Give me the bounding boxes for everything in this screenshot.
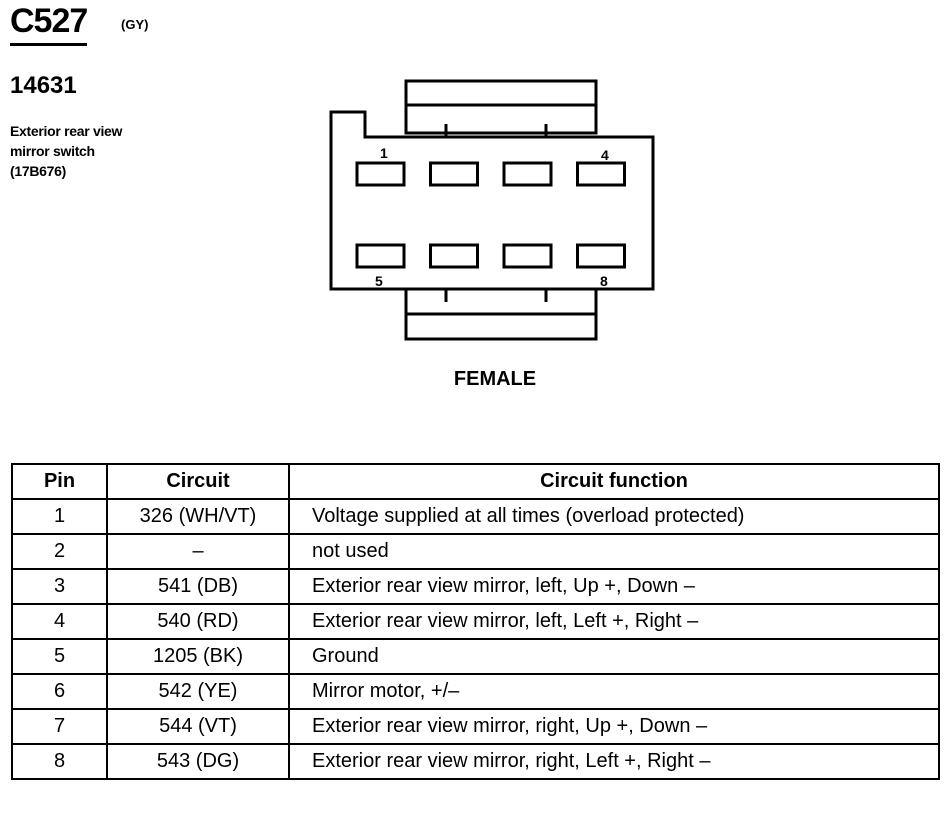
connector-gender-label: FEMALE <box>453 368 537 390</box>
circuit-cell: 543 (DG) <box>106 743 290 780</box>
connector-housing <box>329 79 655 341</box>
description-line: Exterior rear view <box>10 123 123 139</box>
pin-cell: 2 <box>11 533 108 570</box>
pin-cell: 7 <box>11 708 108 745</box>
function-cell: Exterior rear view mirror, right, Up +, … <box>288 708 940 745</box>
cavity-6 <box>429 243 479 269</box>
connector-face-diagram: 1 4 5 8 <box>329 79 655 341</box>
circuit-cell: 540 (RD) <box>106 603 290 640</box>
circuit-cell: 544 (VT) <box>106 708 290 745</box>
column-header-pin: Pin <box>11 463 108 500</box>
pin-cell: 1 <box>11 498 108 535</box>
pin-cell: 5 <box>11 638 108 675</box>
pin-cell: 6 <box>11 673 108 710</box>
function-cell: Exterior rear view mirror, left, Left +,… <box>288 603 940 640</box>
function-cell: Exterior rear view mirror, right, Left +… <box>288 743 940 780</box>
circuit-cell: – <box>106 533 290 570</box>
connector-id: C527 <box>10 2 88 46</box>
cavity-1 <box>355 161 406 187</box>
function-cell: Mirror motor, +/– <box>288 673 940 710</box>
circuit-cell: 326 (WH/VT) <box>106 498 290 535</box>
pin-cell: 3 <box>11 568 108 605</box>
description-line: mirror switch <box>10 143 95 159</box>
circuit-cell: 541 (DB) <box>106 568 290 605</box>
cavity-4 <box>576 161 626 187</box>
cavity-grid <box>355 161 626 269</box>
function-cell: not used <box>288 533 940 570</box>
connector-color-code: (GY) <box>121 17 149 32</box>
cavity-7 <box>502 243 553 269</box>
table-header-row: Pin Circuit Circuit function <box>11 463 940 500</box>
cavity-8 <box>576 243 626 269</box>
cavity-label-8: 8 <box>600 273 608 289</box>
pin-cell: 4 <box>11 603 108 640</box>
column-header-function: Circuit function <box>288 463 940 500</box>
part-number: 14631 <box>10 72 77 99</box>
function-cell: Exterior rear view mirror, left, Up +, D… <box>288 568 940 605</box>
circuit-cell: 542 (YE) <box>106 673 290 710</box>
cavity-label-1: 1 <box>380 145 388 161</box>
cavity-2 <box>429 161 479 187</box>
housing-keys <box>444 124 548 302</box>
table-row: 2–not used <box>11 533 940 570</box>
cavity-label-4: 4 <box>601 147 609 163</box>
cavity-3 <box>502 161 553 187</box>
column-header-circuit: Circuit <box>106 463 290 500</box>
description-line: (17B676) <box>10 163 66 179</box>
cavity-5 <box>355 243 406 269</box>
housing-body <box>329 110 655 291</box>
function-cell: Voltage supplied at all times (overload … <box>288 498 940 535</box>
circuit-cell: 1205 (BK) <box>106 638 290 675</box>
function-cell: Ground <box>288 638 940 675</box>
top-latch-tab <box>404 79 598 135</box>
pin-cell: 8 <box>11 743 108 780</box>
component-description: Exterior rear view mirror switch (17B676… <box>10 121 122 181</box>
cavity-label-5: 5 <box>375 273 383 289</box>
